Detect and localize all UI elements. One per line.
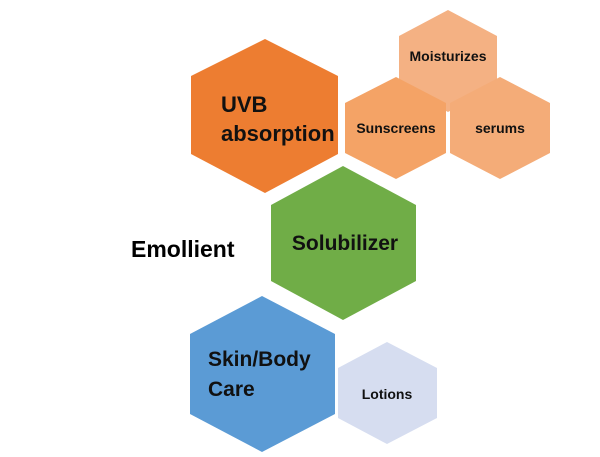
hex-label-skin-body-care-line-2: Care — [208, 378, 255, 401]
hex-label-uvb-line-1: UVB — [221, 92, 267, 117]
hex-node-uvb: UVB absorption — [191, 39, 338, 193]
hex-node-moisturizes: Moisturizes — [399, 10, 497, 112]
hex-shape-uvb — [191, 39, 338, 193]
hex-node-sunscreens: Sunscreens — [345, 77, 446, 179]
hex-node-skin-body-care: Skin/Body Care — [190, 296, 335, 452]
hex-shape-lotions — [338, 342, 437, 444]
hex-shape-serums — [450, 77, 550, 179]
hex-node-solubilizer: Solubilizer — [271, 166, 416, 320]
hex-label-lotions: Lotions — [362, 386, 413, 402]
hex-shape-sunscreens — [345, 77, 446, 179]
hex-node-serums: serums — [450, 77, 550, 179]
emollient-label: Emollient — [131, 236, 235, 262]
hex-label-uvb-line-2: absorption — [221, 121, 335, 146]
hex-shape-moisturizes — [399, 10, 497, 112]
hex-label-skin-body-care-line-1: Skin/Body — [208, 348, 311, 371]
hex-node-lotions: Lotions — [338, 342, 437, 444]
hex-label-solubilizer: Solubilizer — [292, 232, 398, 255]
hex-shape-solubilizer — [271, 166, 416, 320]
hex-shape-skin-body-care — [190, 296, 335, 452]
hex-label-sunscreens: Sunscreens — [356, 120, 436, 136]
hex-label-moisturizes: Moisturizes — [409, 48, 486, 64]
hex-label-serums: serums — [475, 120, 525, 136]
